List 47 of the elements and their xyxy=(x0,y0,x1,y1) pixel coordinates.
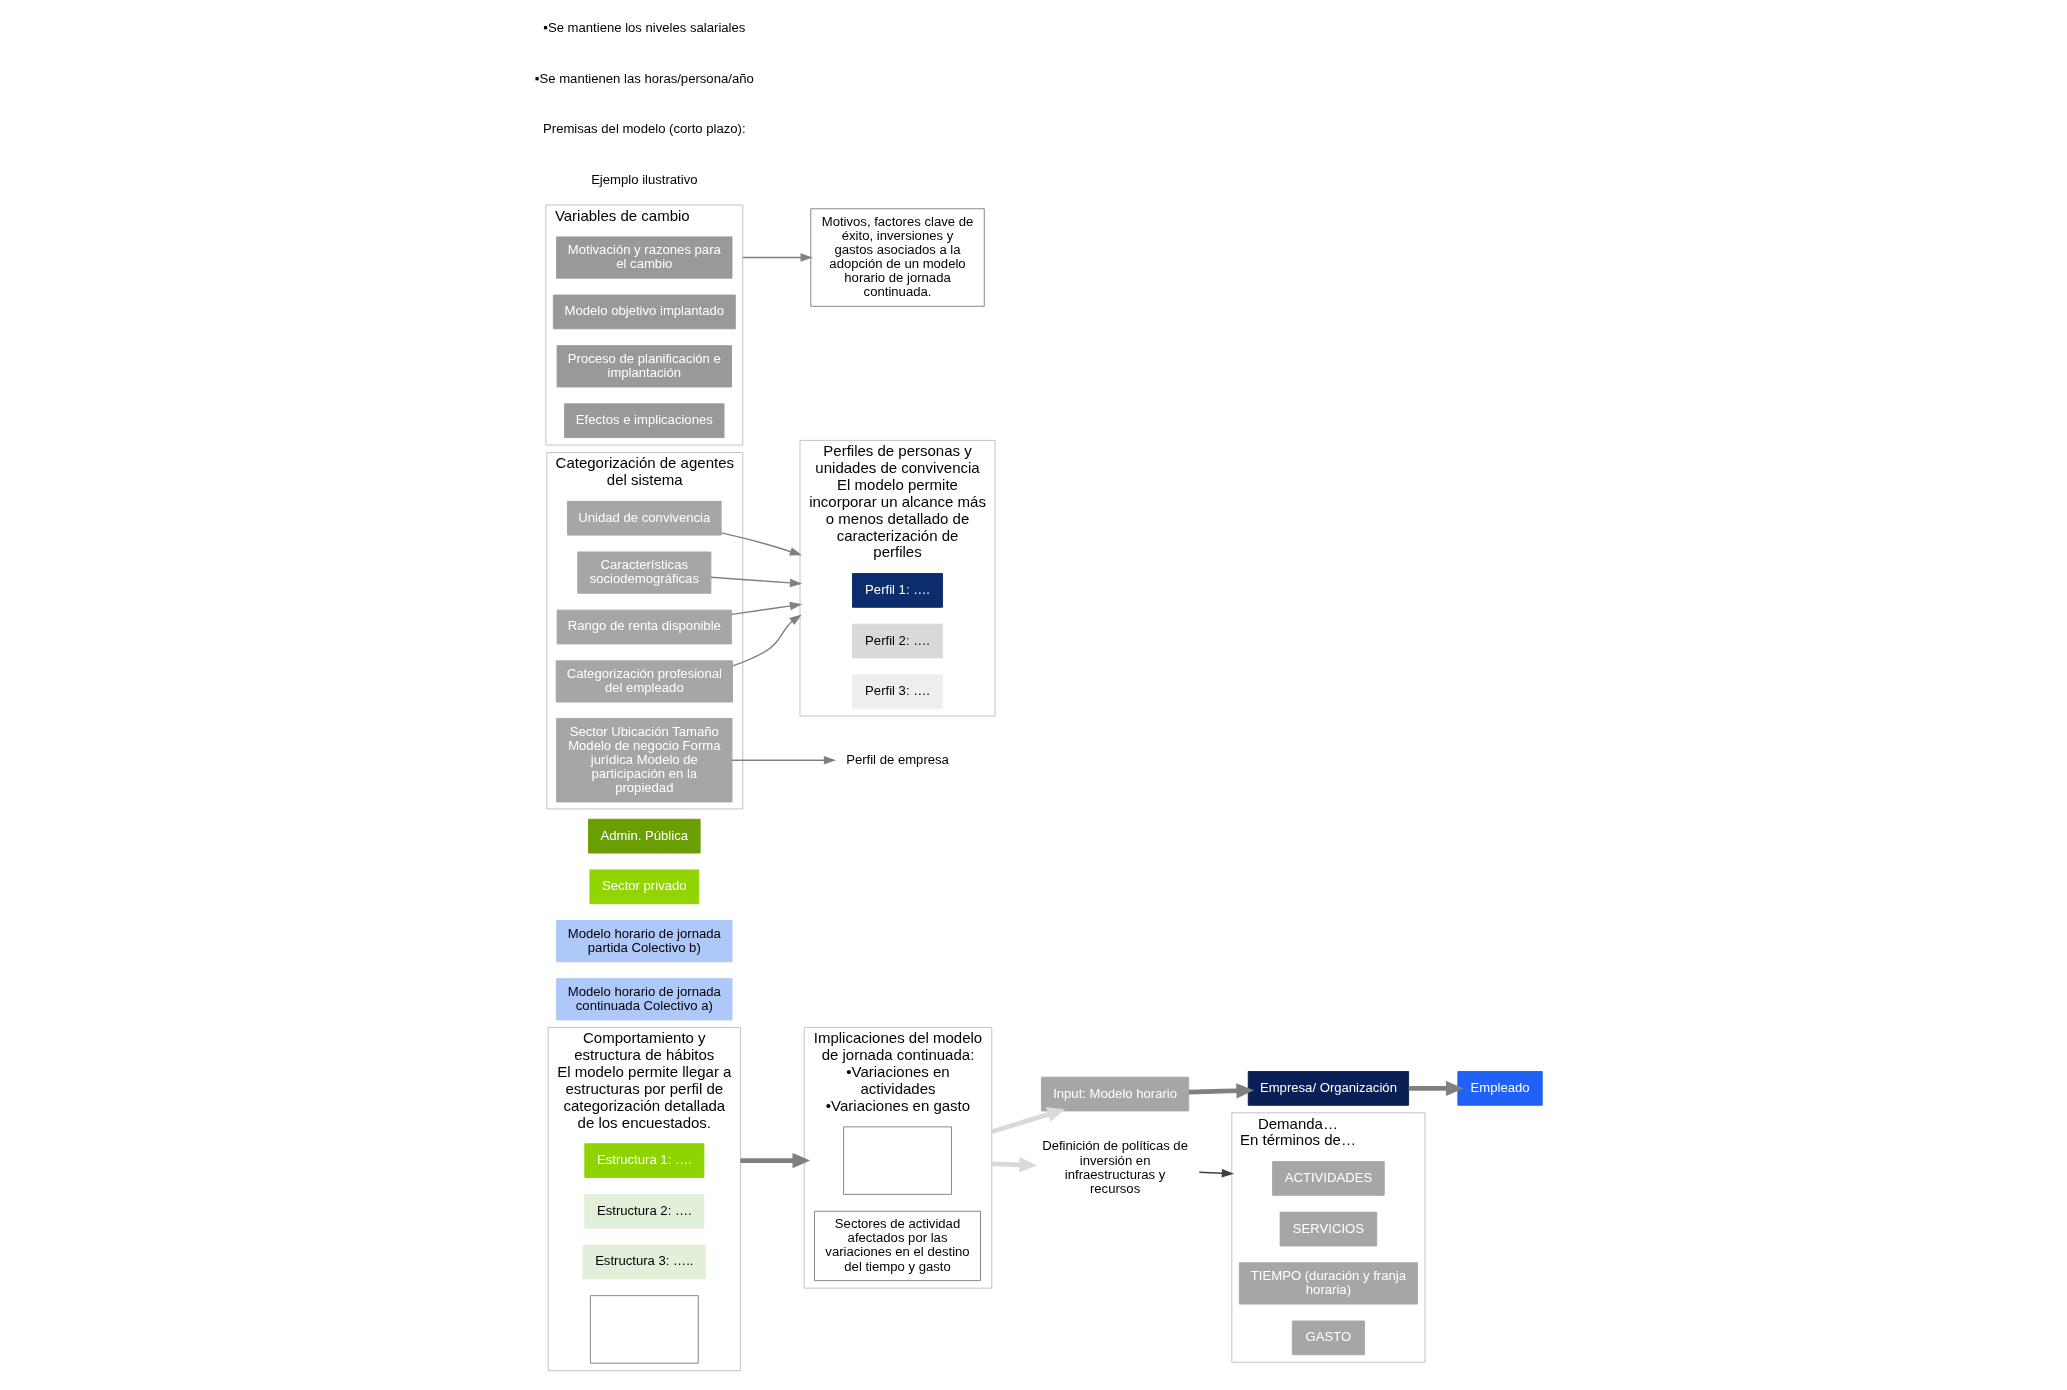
arrow xyxy=(1198,1169,1234,1178)
node-box: Características sociodemográficas xyxy=(577,551,712,594)
node-box: Perfil 1: …. xyxy=(852,573,943,608)
arrow xyxy=(742,253,813,262)
node-box: Modelo horario de jornada continuada Colectivo a) xyxy=(556,978,733,1021)
node-box: Proceso de planificación e implantación xyxy=(556,345,732,388)
arrow xyxy=(731,755,837,765)
node-box: Modelo objetivo implantado xyxy=(552,294,736,330)
node-box: Sector Ubicación Tamaño Modelo de negocio Forma jurídica Modelo de participación en la propiedad xyxy=(556,717,733,803)
node-box: TIEMPO (duración y franja horaria) xyxy=(1238,1262,1418,1305)
arrow xyxy=(1408,1080,1464,1097)
label: ▪Se mantienen las horas/persona/año xyxy=(534,70,754,86)
node-box: Empresa/ Organización xyxy=(1247,1071,1410,1106)
node-box: Efectos e implicaciones xyxy=(564,403,725,439)
node-text: Definición de políticas de inversión en infraestructuras y recursos xyxy=(1042,1138,1188,1196)
node-box: Estructura 1: …. xyxy=(584,1143,705,1178)
arrow xyxy=(720,532,803,556)
label: ▪Se mantiene los niveles salariales xyxy=(543,20,746,36)
node-box: Sectores de actividad afectados por las variaciones en el destino del tiempo y gasto xyxy=(814,1210,981,1282)
node-box xyxy=(843,1126,952,1195)
node-box: Estructura 2: …. xyxy=(584,1193,705,1229)
node-box: Unidad de convivencia xyxy=(566,500,722,536)
node-text: Perfil de empresa xyxy=(846,751,949,767)
arrow xyxy=(710,576,803,588)
node-box: Empleado xyxy=(1457,1071,1543,1106)
arrow xyxy=(991,1157,1037,1173)
node-box: ACTIVIDADES xyxy=(1272,1161,1385,1196)
node-box xyxy=(589,1295,699,1364)
node-box: Categorización profesional del empleado xyxy=(555,660,733,703)
label: Ejemplo ilustrativo xyxy=(591,172,698,188)
arrow xyxy=(740,1152,811,1169)
node-box: Estructura 3: ….. xyxy=(582,1244,707,1280)
label: Premisas del modelo (corto plazo): xyxy=(543,121,746,137)
node-box: Input: Modelo horario xyxy=(1041,1076,1190,1112)
arrow xyxy=(731,601,803,616)
node-box: Motivos, factores clave de éxito, inversiones y gastos asociados a la adopción de un modelo horario de jornada continuada. xyxy=(810,208,985,307)
arrow xyxy=(1188,1083,1254,1099)
node-box: Rango de renta disponible xyxy=(556,609,732,645)
node-box: Sector privado xyxy=(589,869,700,905)
node-box: Admin. Pública xyxy=(588,818,701,854)
node-box: GASTO xyxy=(1291,1320,1365,1356)
node-box: SERVICIOS xyxy=(1279,1211,1378,1247)
node-box: Modelo horario de jornada partida Colectivo b) xyxy=(556,920,733,963)
arrow xyxy=(731,614,802,667)
node-box: Motivación y razones para el cambio xyxy=(556,236,733,279)
arrow xyxy=(991,1107,1066,1135)
node-box: Perfil 2: …. xyxy=(852,623,943,659)
